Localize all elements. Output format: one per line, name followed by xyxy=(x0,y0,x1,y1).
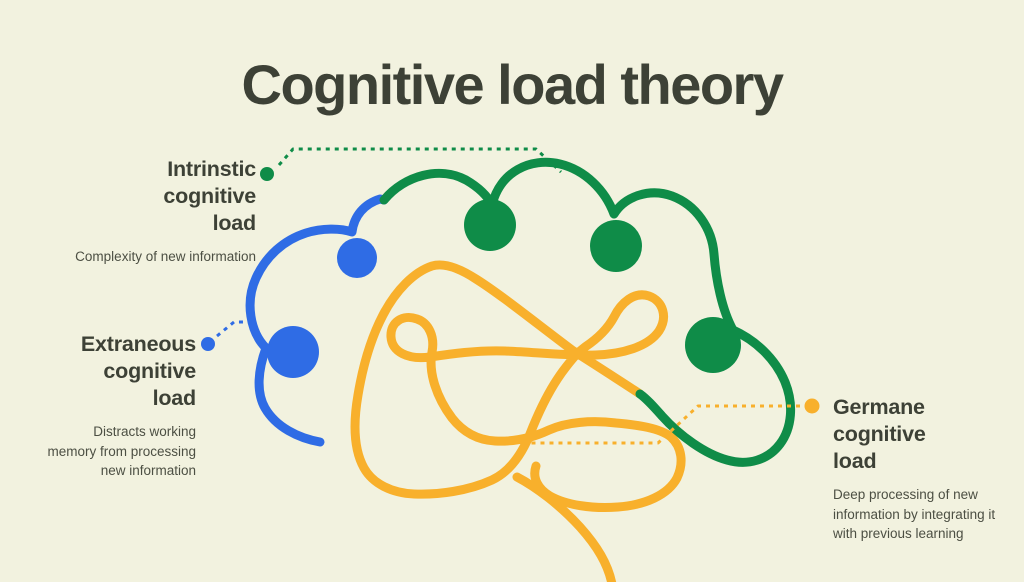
germane-connector-line xyxy=(531,404,800,445)
green-bump-3 xyxy=(685,317,741,373)
brain-squiggle-yellow xyxy=(350,260,686,512)
extraneous-label-block: Extraneous cognitive load Distracts work… xyxy=(16,331,196,481)
intrinsic-heading: Intrinstic cognitive load xyxy=(163,157,256,235)
green-bump-1 xyxy=(464,199,516,251)
blue-bump-large xyxy=(267,326,319,378)
germane-connector-dot xyxy=(804,398,820,414)
germane-label-block: Germane cognitive load Deep processing o… xyxy=(833,394,1023,544)
blue-bump-small xyxy=(337,238,377,278)
green-bump-2 xyxy=(590,220,642,272)
intrinsic-connector-dot xyxy=(260,167,274,181)
page-title: Cognitive load theory xyxy=(241,53,785,116)
germane-heading: Germane cognitive load xyxy=(833,395,926,473)
intrinsic-connector-line xyxy=(277,147,563,174)
brain-outline-blue xyxy=(245,194,389,447)
brain-tail-yellow xyxy=(512,472,617,582)
intrinsic-label-block: Intrinstic cognitive load Complexity of … xyxy=(40,156,256,267)
extraneous-heading: Extraneous cognitive load xyxy=(80,332,196,410)
intrinsic-description: Complexity of new information xyxy=(75,249,256,264)
extraneous-connector-dot xyxy=(201,337,215,351)
extraneous-description: Distracts working memory from processing… xyxy=(47,424,196,478)
extraneous-connector-line xyxy=(216,320,252,338)
germane-description: Deep processing of new information by in… xyxy=(833,487,996,541)
